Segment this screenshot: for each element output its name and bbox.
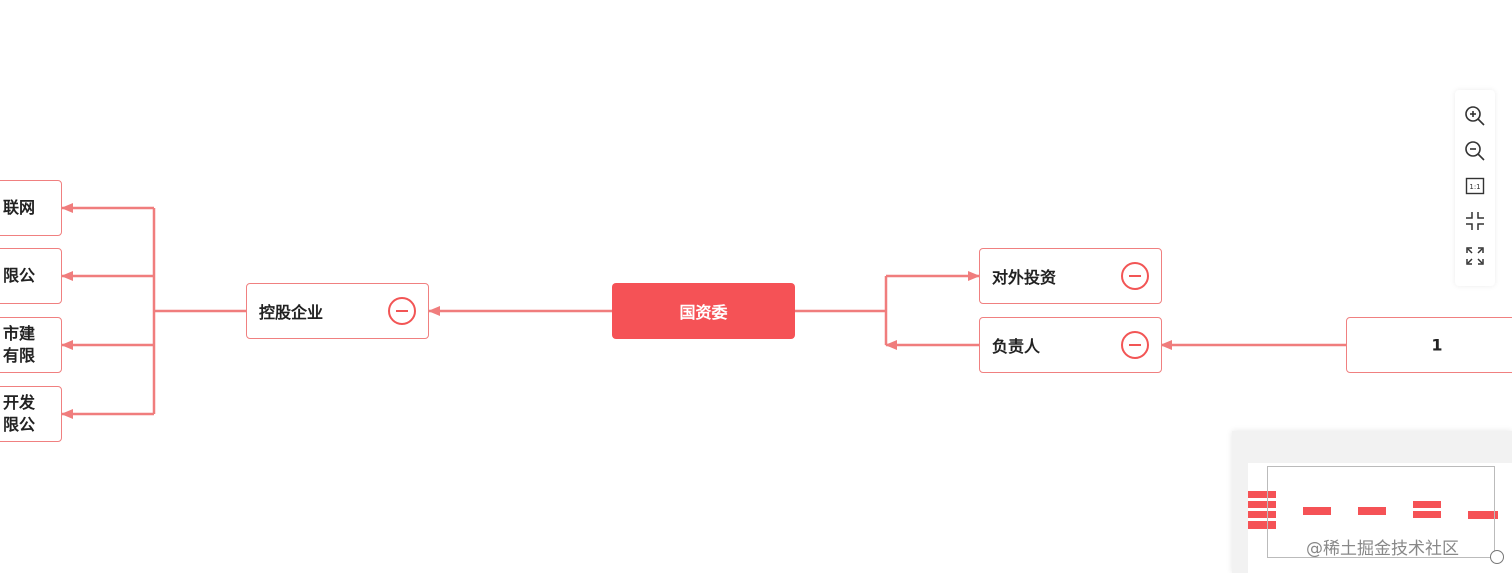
watermark: @稀土掘金技术社区 xyxy=(1306,539,1459,559)
external-investment-label: 对外投资 xyxy=(992,268,1057,287)
actual-size-text: 1:1 xyxy=(1469,183,1480,191)
expand-icon[interactable] xyxy=(1463,244,1487,268)
edge-root-right-trunk xyxy=(795,276,888,345)
minimap-node xyxy=(1413,501,1441,508)
root-label: 国资委 xyxy=(679,303,728,322)
minimap-node xyxy=(1248,511,1276,518)
person-node[interactable]: 1 xyxy=(1346,317,1512,373)
child-node-label: 联网 xyxy=(3,198,36,217)
principal-label: 负责人 xyxy=(992,337,1041,356)
collapse-icon[interactable] xyxy=(388,297,416,325)
minimap-node xyxy=(1248,521,1276,529)
zoom-in-icon[interactable] xyxy=(1463,104,1487,128)
minimap-node xyxy=(1303,507,1331,515)
shrink-icon[interactable] xyxy=(1463,209,1487,233)
child-node-label: 开发 限公 xyxy=(3,393,36,434)
child-node-label: 市建 有限 xyxy=(3,324,36,365)
child-node-2[interactable]: 限公 xyxy=(0,248,62,304)
zoom-toolbar: 1:1 xyxy=(1455,90,1495,286)
person-node-label: 1 xyxy=(1431,335,1443,355)
zoom-out-icon[interactable] xyxy=(1463,139,1487,163)
child-node-4[interactable]: 开发 限公 xyxy=(0,386,62,442)
minimap-node xyxy=(1468,511,1498,519)
minimap[interactable] xyxy=(1232,431,1512,573)
minimap-viewport[interactable] xyxy=(1267,466,1495,558)
child-node-1[interactable]: 联网 xyxy=(0,180,62,236)
child-node-label: 限公 xyxy=(3,266,36,285)
resize-handle[interactable] xyxy=(1490,550,1504,564)
edge-holding-trunk xyxy=(152,208,246,414)
minimap-node xyxy=(1413,511,1441,518)
minimap-canvas xyxy=(1248,463,1512,573)
principal-node[interactable]: 负责人 xyxy=(979,317,1162,373)
minimap-node xyxy=(1248,491,1276,498)
external-investment-node[interactable]: 对外投资 xyxy=(979,248,1162,304)
collapse-icon[interactable] xyxy=(1121,331,1149,359)
root-node[interactable]: 国资委 xyxy=(612,283,795,339)
child-node-3[interactable]: 市建 有限 xyxy=(0,317,62,373)
collapse-icon[interactable] xyxy=(1121,262,1149,290)
minimap-node xyxy=(1248,501,1276,508)
holding-companies-label: 控股企业 xyxy=(259,303,324,322)
minimap-node xyxy=(1358,507,1386,515)
actual-size-icon[interactable]: 1:1 xyxy=(1463,174,1487,198)
holding-companies-node[interactable]: 控股企业 xyxy=(246,283,429,339)
